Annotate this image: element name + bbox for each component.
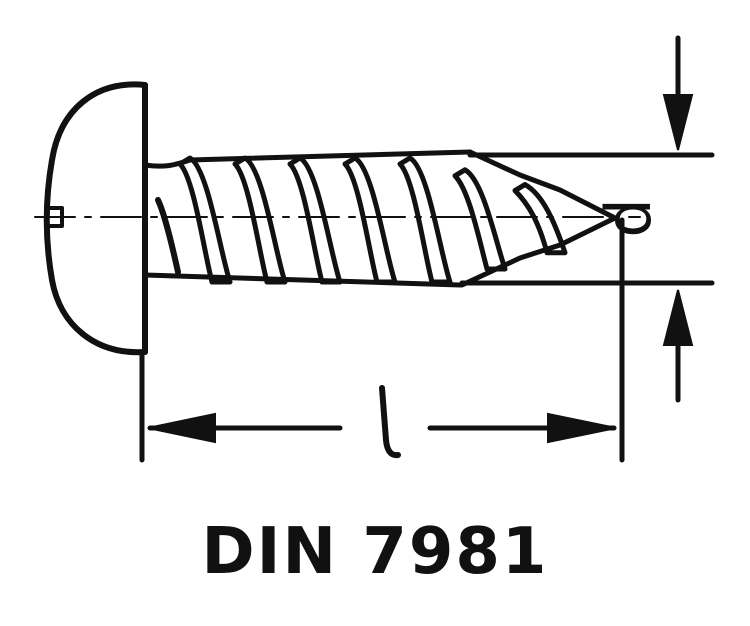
thread-crest [397, 155, 453, 285]
thread-crest [232, 155, 288, 285]
screw-threads [155, 155, 568, 285]
thread-crest [512, 182, 568, 256]
length-extensions [139, 217, 625, 463]
thread-crest [177, 155, 233, 285]
thread-start [155, 197, 181, 275]
diameter-dimension [662, 35, 694, 403]
screw-head [43, 81, 148, 356]
length-dimension [147, 412, 617, 444]
diameter-label: d [592, 198, 665, 237]
diameter-guides [459, 152, 715, 286]
length-label [379, 385, 401, 459]
thread-crest [342, 155, 398, 285]
thread-crest [452, 167, 508, 272]
page-title: DIN 7981 [201, 515, 549, 589]
thread-crest [287, 155, 343, 285]
